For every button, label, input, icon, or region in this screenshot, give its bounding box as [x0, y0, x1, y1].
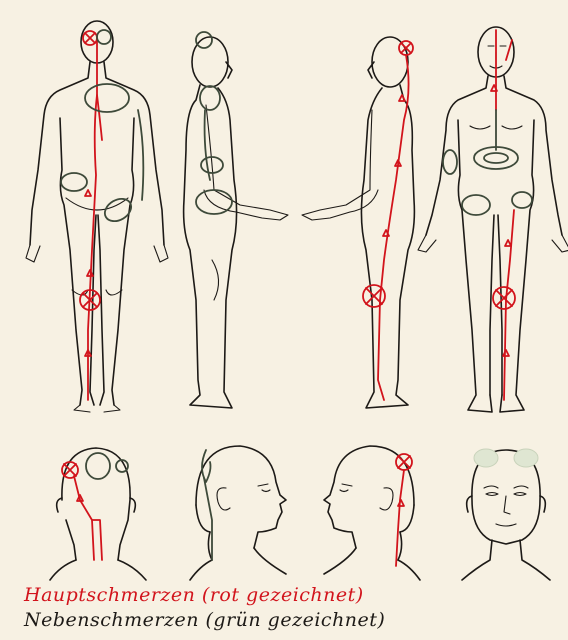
head-back-view: [50, 448, 146, 580]
head-right-side-view: [324, 446, 420, 580]
body-right-side-view: [302, 37, 414, 408]
body-front-view: [418, 27, 568, 412]
legend-main-pain: Hauptschmerzen (rot gezeichnet): [24, 584, 364, 606]
head-left-side-view: [190, 446, 286, 580]
head-front-view: [462, 449, 550, 580]
legend-secondary-pain: Nebenschmerzen (grün gezeichnet): [24, 609, 385, 631]
body-left-side-view: [184, 32, 288, 408]
body-back-view: [26, 21, 168, 412]
